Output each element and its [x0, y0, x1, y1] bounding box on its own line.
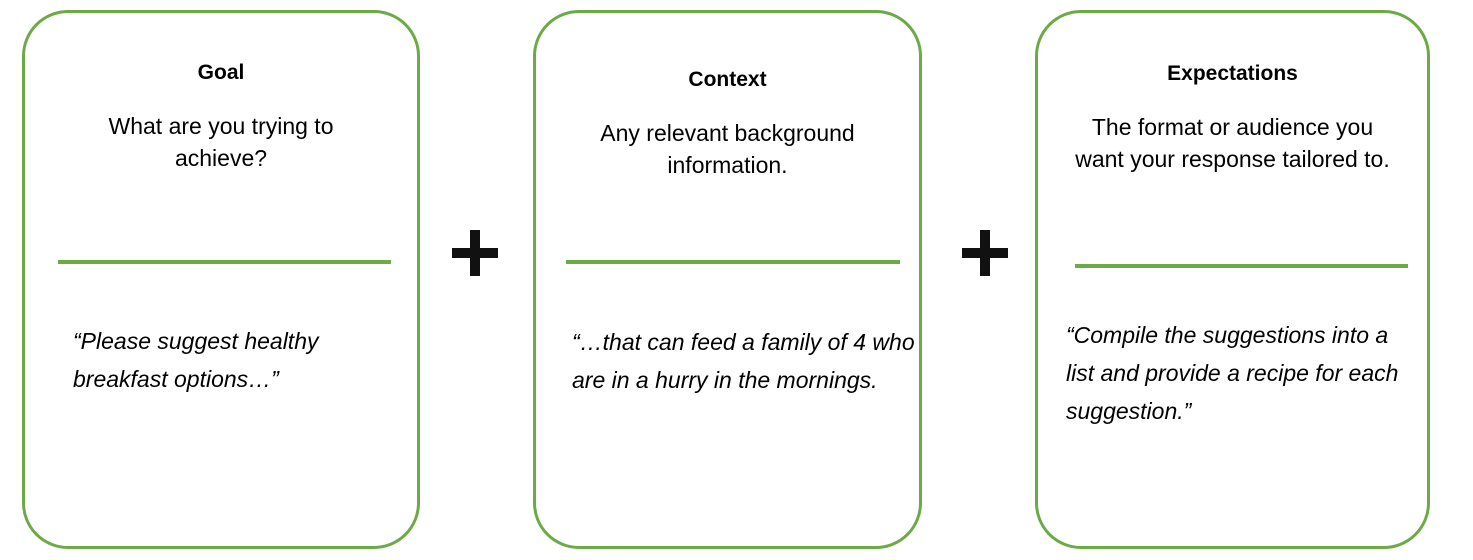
- card-expectations-title: Expectations: [1167, 62, 1298, 85]
- card-context: Context Any relevant background informat…: [533, 10, 922, 549]
- card-goal-content: Goal What are you trying to achieve? “Pl…: [25, 13, 417, 546]
- card-context-title: Context: [688, 68, 767, 91]
- card-goal-description: What are you trying to achieve?: [108, 113, 334, 171]
- card-goal-divider: [58, 260, 391, 264]
- card-expectations-description: The format or audience you want your res…: [1075, 114, 1390, 172]
- card-expectations-divider: [1075, 264, 1408, 268]
- plus-icon: [962, 230, 1008, 276]
- card-expectations-content: Expectations The format or audience you …: [1038, 13, 1427, 546]
- card-context-description: Any relevant background information.: [600, 120, 855, 178]
- card-goal-title: Goal: [197, 61, 245, 84]
- card-expectations-quote: “Compile the suggestions into a list and…: [1066, 322, 1399, 424]
- plus-icon: [452, 230, 498, 276]
- plus-icon-vertical-bar: [470, 230, 480, 276]
- card-context-divider: [566, 260, 900, 264]
- card-context-quote: “…that can feed a family of 4 who are in…: [572, 329, 915, 393]
- plus-icon-vertical-bar: [980, 230, 990, 276]
- card-goal: Goal What are you trying to achieve? “Pl…: [22, 10, 420, 549]
- card-context-content: Context Any relevant background informat…: [536, 13, 919, 546]
- card-expectations: Expectations The format or audience you …: [1035, 10, 1430, 549]
- card-goal-quote: “Please suggest healthy breakfast option…: [73, 328, 319, 392]
